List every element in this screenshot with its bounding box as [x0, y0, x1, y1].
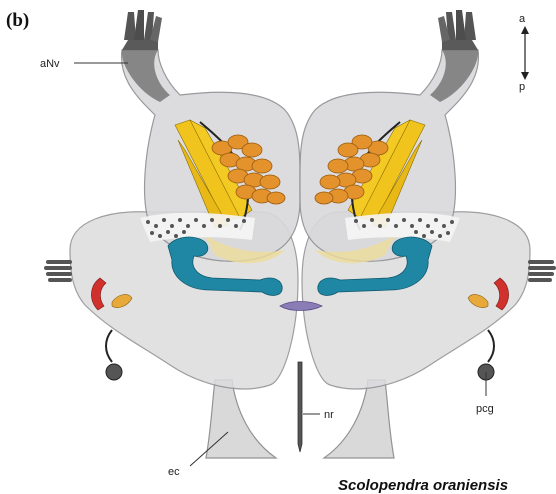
posterior-label: p [519, 81, 525, 93]
left-hemisphere [46, 10, 300, 458]
species-name: Scolopendra oraniensis [338, 477, 508, 494]
right-hemisphere [300, 10, 554, 458]
anterior-label: a [519, 13, 526, 25]
aNv-label: aNv [40, 58, 60, 70]
nr-label: nr [324, 409, 334, 421]
panel-label: (b) [6, 10, 29, 31]
pcg-label: pcg [476, 403, 494, 415]
orientation-arrow [521, 26, 529, 80]
median-nerve [298, 362, 302, 452]
ec-label: ec [168, 466, 180, 478]
